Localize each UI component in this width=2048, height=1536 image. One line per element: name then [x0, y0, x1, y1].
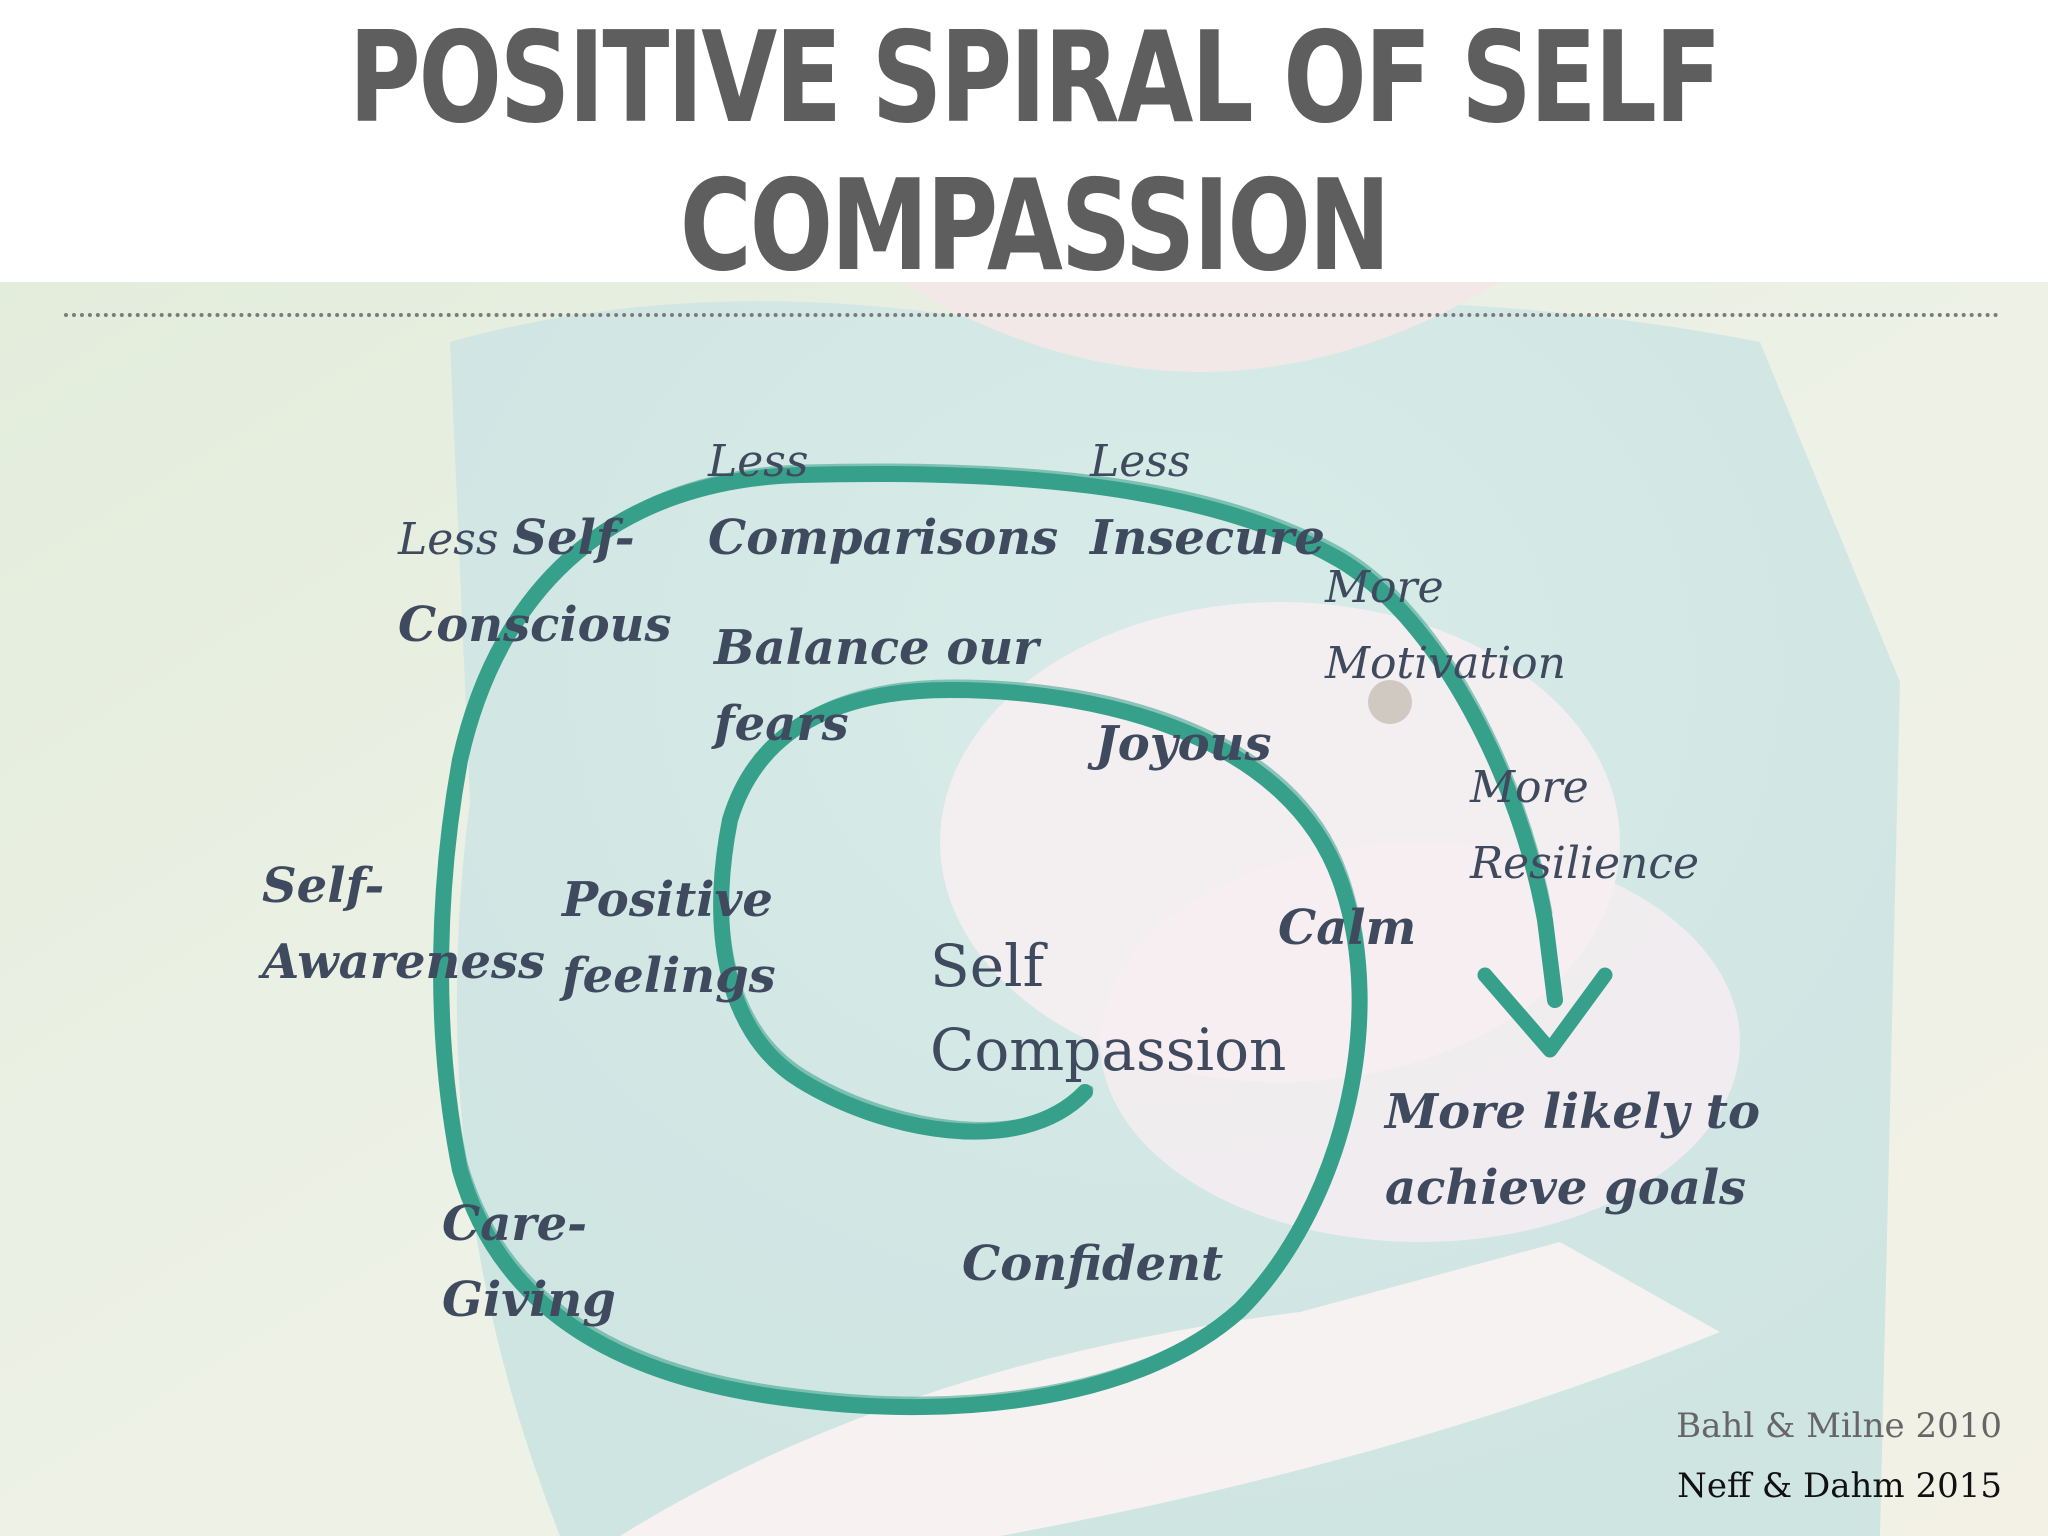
center-label-line2: Compassion	[930, 1016, 1287, 1084]
label-care-giving-line2: Giving	[442, 1272, 616, 1328]
label-confident-text: Confident	[962, 1236, 1224, 1292]
label-positive-feelings: Positive feelings	[562, 862, 776, 1014]
label-more-likely-achieve-goals: More likely to achieve goals	[1385, 1074, 1760, 1226]
label-calm: Calm	[1278, 890, 1416, 966]
label-goals-line2: achieve goals	[1385, 1160, 1747, 1216]
label-less-insecure: Less Insecure	[1090, 424, 1325, 576]
label-less-insecure-line2: Insecure	[1090, 510, 1325, 566]
center-label-self-compassion: Self Compassion	[930, 924, 1286, 1092]
label-more-resilience: More Resilience	[1470, 750, 1699, 902]
label-more-motivation-line1: More	[1325, 562, 1444, 613]
label-less-comparisons-line1: Less	[708, 436, 809, 487]
label-less-self-conscious-pre: Less	[398, 514, 513, 565]
dotted-divider	[64, 313, 2000, 317]
title-band	[0, 0, 2048, 282]
label-confident: Confident	[962, 1226, 1223, 1302]
label-less-comparisons: Less Comparisons	[708, 424, 1058, 576]
label-less-comparisons-line2: Comparisons	[708, 510, 1059, 566]
label-more-resilience-line1: More	[1470, 762, 1589, 813]
label-less-self-conscious: Less Self- Conscious	[398, 500, 672, 663]
label-goals-line1: More likely to	[1385, 1084, 1760, 1140]
label-calm-text: Calm	[1278, 900, 1417, 956]
label-less-self-conscious-line2: Conscious	[398, 597, 672, 653]
label-more-motivation: More Motivation	[1325, 550, 1566, 702]
label-self-awareness-line1: Self-	[262, 858, 385, 914]
label-balance-our-fears-line1: Balance our	[714, 620, 1039, 676]
label-less-insecure-line1: Less	[1090, 436, 1191, 487]
arrow-check-mark	[1477, 967, 1613, 1058]
title-line-1: POSITIVE SPIRAL OF SELF	[348, 4, 1722, 151]
label-joyous: Joyous	[1095, 706, 1272, 782]
label-less-self-conscious-mid: Self-	[512, 510, 635, 566]
page-title: POSITIVE SPIRAL OF SELF COMPASSION	[235, 4, 1832, 300]
label-more-resilience-line2: Resilience	[1470, 838, 1700, 889]
label-self-awareness-line2: Awareness	[262, 934, 546, 990]
label-care-giving-line1: Care-	[442, 1196, 588, 1252]
label-more-motivation-line2: Motivation	[1325, 638, 1566, 689]
background-photo	[0, 282, 2048, 1536]
label-positive-feelings-line1: Positive	[562, 872, 773, 928]
citation-neff-dahm: Neff & Dahm 2015	[1677, 1466, 2002, 1506]
label-balance-our-fears: Balance our fears	[714, 610, 1039, 762]
center-label-line1: Self	[930, 932, 1045, 1000]
label-care-giving: Care- Giving	[442, 1186, 616, 1338]
title-line-2: COMPASSION	[679, 152, 1391, 299]
label-positive-feelings-line2: feelings	[562, 948, 776, 1004]
label-joyous-text: Joyous	[1095, 716, 1272, 772]
label-balance-our-fears-line2: fears	[714, 696, 849, 752]
label-self-awareness: Self- Awareness	[262, 848, 545, 1000]
citation-bahl-milne: Bahl & Milne 2010	[1676, 1406, 2002, 1446]
